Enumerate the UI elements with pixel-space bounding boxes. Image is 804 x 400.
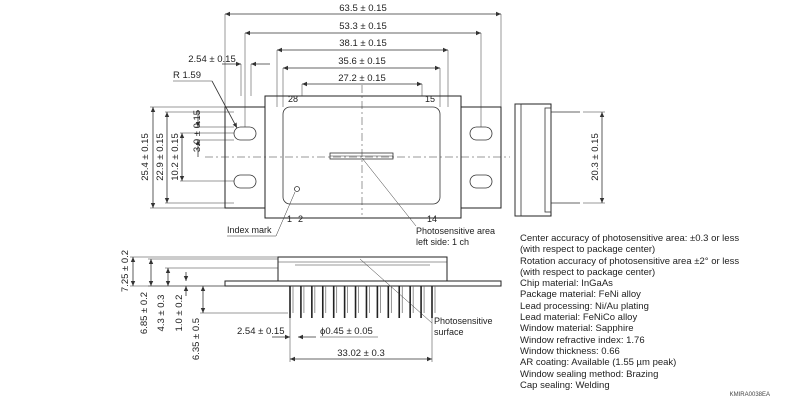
dim-h-725: 7.25 ± 0.2 (120, 250, 131, 292)
dim-hole-30: 3.0 ± 0.15 (192, 110, 203, 152)
mount-slot-bottom-left (233, 174, 257, 189)
lead-pins (289, 286, 436, 318)
index-mark-circle (294, 186, 300, 192)
drawing-code: KMIRA0038EA (730, 392, 770, 398)
front-view: 7.25 ± 0.2 6.85 ± 0.2 4.3 ± 0.3 1.0 ± 0.… (120, 250, 502, 362)
spec-note: Rotation accuracy of photosensitive area… (520, 255, 740, 267)
dim-pin-diameter: ϕ0.45 ± 0.05 (320, 326, 373, 337)
dim-pitch-front: 2.54 ± 0.15 (237, 326, 284, 337)
spec-note: Window thickness: 0.66 (520, 345, 620, 357)
dim-length-53: 53.3 ± 0.15 (339, 21, 386, 32)
spec-note: Lead material: FeNiCo alloy (520, 312, 638, 324)
dim-height-102: 10.2 ± 0.15 (170, 133, 181, 180)
dim-h-43: 4.3 ± 0.3 (156, 295, 167, 332)
dim-radius: R 1.59 (173, 70, 201, 81)
index-mark-label: Index mark (227, 225, 272, 235)
front-body (277, 256, 448, 282)
pin-label-14: 14 (427, 214, 437, 224)
dim-length-35: 35.6 ± 0.15 (338, 56, 385, 67)
pin-label-2: 2 (298, 214, 303, 224)
window (282, 106, 441, 205)
top-view: 63.5 ± 0.15 53.3 ± 0.15 38.1 ± 0.15 35.6… (140, 3, 510, 247)
side-cap (514, 103, 552, 217)
dim-span-3302: 33.02 ± 0.3 (337, 348, 384, 359)
dim-h-635: 6.35 ± 0.5 (191, 318, 202, 360)
spec-note: Lead processing: Ni/Au plating (520, 300, 649, 312)
spec-note: Window sealing method: Brazing (520, 368, 659, 380)
spec-note: Cap sealing: Welding (520, 379, 610, 391)
photosensitive-area-label: Photosensitive area (416, 226, 495, 236)
dim-overall-length: 63.5 ± 0.15 (339, 3, 386, 14)
spec-note: Window material: Sapphire (520, 323, 634, 335)
pin-label-28: 28 (288, 94, 298, 104)
dim-length-27: 27.2 ± 0.15 (338, 73, 385, 84)
dim-height-254: 25.4 ± 0.15 (140, 133, 151, 180)
spec-note: Chip material: InGaAs (520, 278, 613, 290)
pin-label-15: 15 (425, 94, 435, 104)
dim-pitch-top: 2.54 ± 0.15 (188, 54, 235, 65)
dim-h-10: 1.0 ± 0.2 (174, 295, 185, 332)
dim-h-685: 6.85 ± 0.2 (139, 292, 150, 334)
spec-note: AR coating: Available (1.55 µm peak) (520, 357, 677, 369)
mount-slot-bottom-right (469, 174, 493, 189)
spec-note: Center accuracy of photosensitive area: … (520, 233, 740, 244)
spec-notes: Center accuracy of photosensitive area: … (520, 233, 800, 391)
spec-note: Window refractive index: 1.76 (520, 334, 645, 346)
photosensitive-surface-label: Photosensitive (434, 316, 493, 326)
dim-height-203: 20.3 ± 0.15 (590, 133, 601, 180)
spec-note: (with respect to package center) (520, 266, 656, 278)
spec-note: Package material: FeNi alloy (520, 289, 641, 301)
dim-length-38: 38.1 ± 0.15 (339, 38, 386, 49)
front-flange (224, 280, 502, 287)
pin-label-1: 1 (287, 214, 292, 224)
photosensitive-area-sublabel: left side: 1 ch (416, 237, 469, 247)
dim-height-229: 22.9 ± 0.15 (155, 133, 166, 180)
spec-note: (with respect to package center) (520, 244, 656, 256)
photosensitive-surface-sublabel: surface (434, 327, 464, 337)
side-view: 20.3 ± 0.15 (514, 103, 605, 217)
